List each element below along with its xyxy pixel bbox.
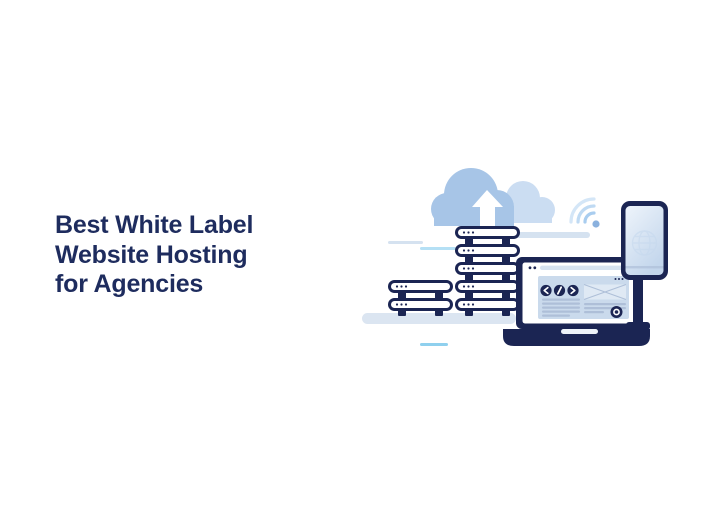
title-line-1: Best White Label [55, 211, 254, 239]
phone-stand-foot [626, 322, 650, 330]
server-unit [388, 298, 453, 316]
server-unit [455, 298, 520, 316]
cloud-light-shape [506, 181, 555, 223]
wifi-arc-outer [569, 197, 596, 224]
cloud-upload-icon [431, 168, 555, 226]
back-button-icon [540, 284, 552, 297]
server-unit [455, 244, 520, 263]
laptop-base [503, 329, 650, 346]
image-placeholder [583, 284, 627, 300]
title-line-2: Website Hosting [55, 240, 248, 269]
menu-dot-icon [614, 278, 617, 280]
menu-dot-icon [618, 278, 620, 280]
decor-bar [516, 232, 590, 238]
forward-button-icon [567, 284, 579, 297]
title-line-3: for Agencies [55, 270, 204, 298]
globe-watermark-icon [631, 230, 658, 256]
page-title: Best White Label Website Hosting for Age… [55, 211, 305, 300]
wifi-arc-inner [583, 211, 596, 224]
smartphone-icon [621, 201, 668, 330]
browser-window [528, 265, 633, 319]
hosting-illustration-svg [362, 168, 668, 346]
decor-line-cyan [420, 343, 448, 346]
laptop-notch [561, 329, 598, 334]
phone-screen-bar [625, 266, 664, 269]
server-stack-small [388, 280, 453, 316]
cloud-main-shape [431, 168, 514, 226]
address-bar [540, 265, 633, 270]
server-unit [455, 280, 520, 299]
wifi-icon [569, 197, 600, 228]
hosting-illustration [360, 150, 680, 370]
laptop-icon [503, 257, 650, 346]
upload-arrow-icon [472, 190, 503, 226]
phone-stand-pole [633, 278, 643, 330]
decor-line-gray [388, 241, 423, 244]
menu-dot-icon [621, 278, 624, 280]
server-unit [388, 280, 453, 299]
decor-line-cyan-light [420, 247, 456, 250]
wifi-arc-middle [576, 204, 596, 224]
server-unit [455, 262, 520, 281]
edit-button-icon [553, 284, 566, 297]
text-lines [542, 298, 580, 317]
window-dot-icon [533, 266, 537, 270]
server-unit [455, 226, 520, 245]
server-stack-large [455, 226, 520, 316]
wifi-dot [592, 220, 600, 228]
window-dot-icon [528, 266, 532, 270]
settings-gear-icon [610, 306, 623, 318]
phone-screen [625, 206, 664, 275]
